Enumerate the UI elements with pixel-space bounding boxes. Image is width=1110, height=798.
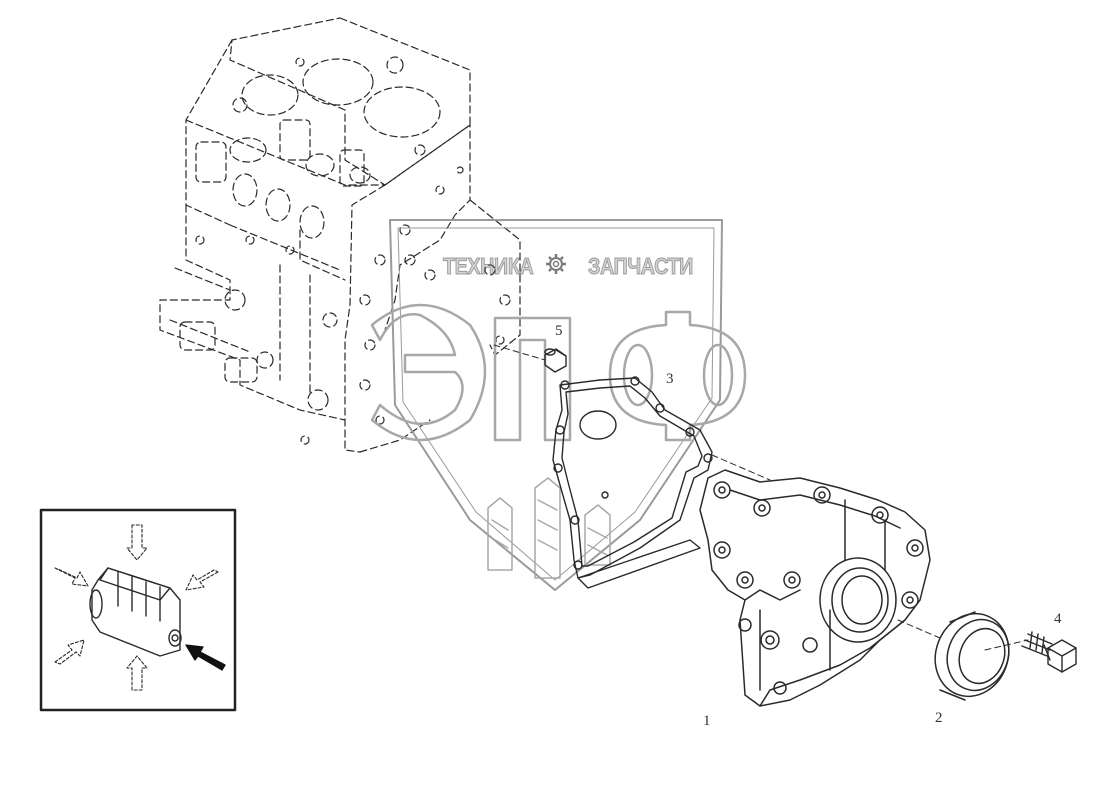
callout-3: 3: [666, 371, 674, 387]
watermark-text-right: ЗАПЧАСТИ: [588, 253, 694, 280]
inset-solid-arrow: [185, 644, 226, 671]
bolt: [1021, 631, 1077, 673]
dowel-pin: [544, 348, 567, 373]
callout-1: 1: [703, 713, 711, 729]
oil-pump-housing: [699, 469, 931, 707]
engine-block: [159, 17, 521, 453]
inset-arrows: [54, 524, 219, 691]
assembly-lines: [493, 344, 1029, 651]
callout-4: 4: [1054, 611, 1062, 627]
oil-seal: [934, 611, 1010, 701]
watermark-text-left: ТЕХНИКА: [443, 253, 535, 280]
gear-icon: [545, 253, 567, 275]
inset-detail: [39, 508, 237, 712]
callout-5: 5: [555, 323, 563, 339]
gasket: [552, 376, 713, 589]
watermark-logo: [370, 219, 747, 591]
inset-dowel-pin: [89, 567, 182, 657]
callout-2: 2: [935, 710, 943, 726]
